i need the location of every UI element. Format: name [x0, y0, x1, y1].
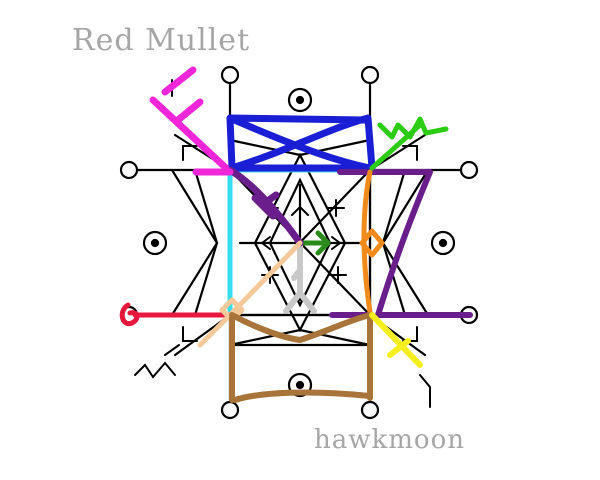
blue-stroke — [226, 114, 376, 172]
terminal-circle — [220, 400, 240, 420]
orange-stroke — [359, 169, 385, 315]
magenta-stroke — [149, 66, 234, 176]
purple-stroke — [226, 166, 304, 247]
green-arrow-stroke — [297, 230, 331, 256]
circumpunct-symbols — [142, 87, 456, 398]
signature: hawkmoon — [314, 425, 465, 455]
colored-strokes — [119, 66, 473, 403]
grey-stroke — [283, 240, 317, 314]
terminal-circle — [459, 160, 479, 180]
green-stroke — [369, 116, 449, 171]
terminal-circle — [360, 65, 380, 85]
terminal-circle — [360, 400, 380, 420]
brown-stroke — [229, 312, 373, 403]
terminal-circle — [119, 160, 139, 180]
red-stroke — [119, 302, 231, 327]
peach-stroke — [197, 240, 303, 348]
terminal-circle — [220, 65, 240, 85]
title: Red Mullet — [72, 23, 250, 58]
yellow-stroke — [369, 312, 423, 368]
